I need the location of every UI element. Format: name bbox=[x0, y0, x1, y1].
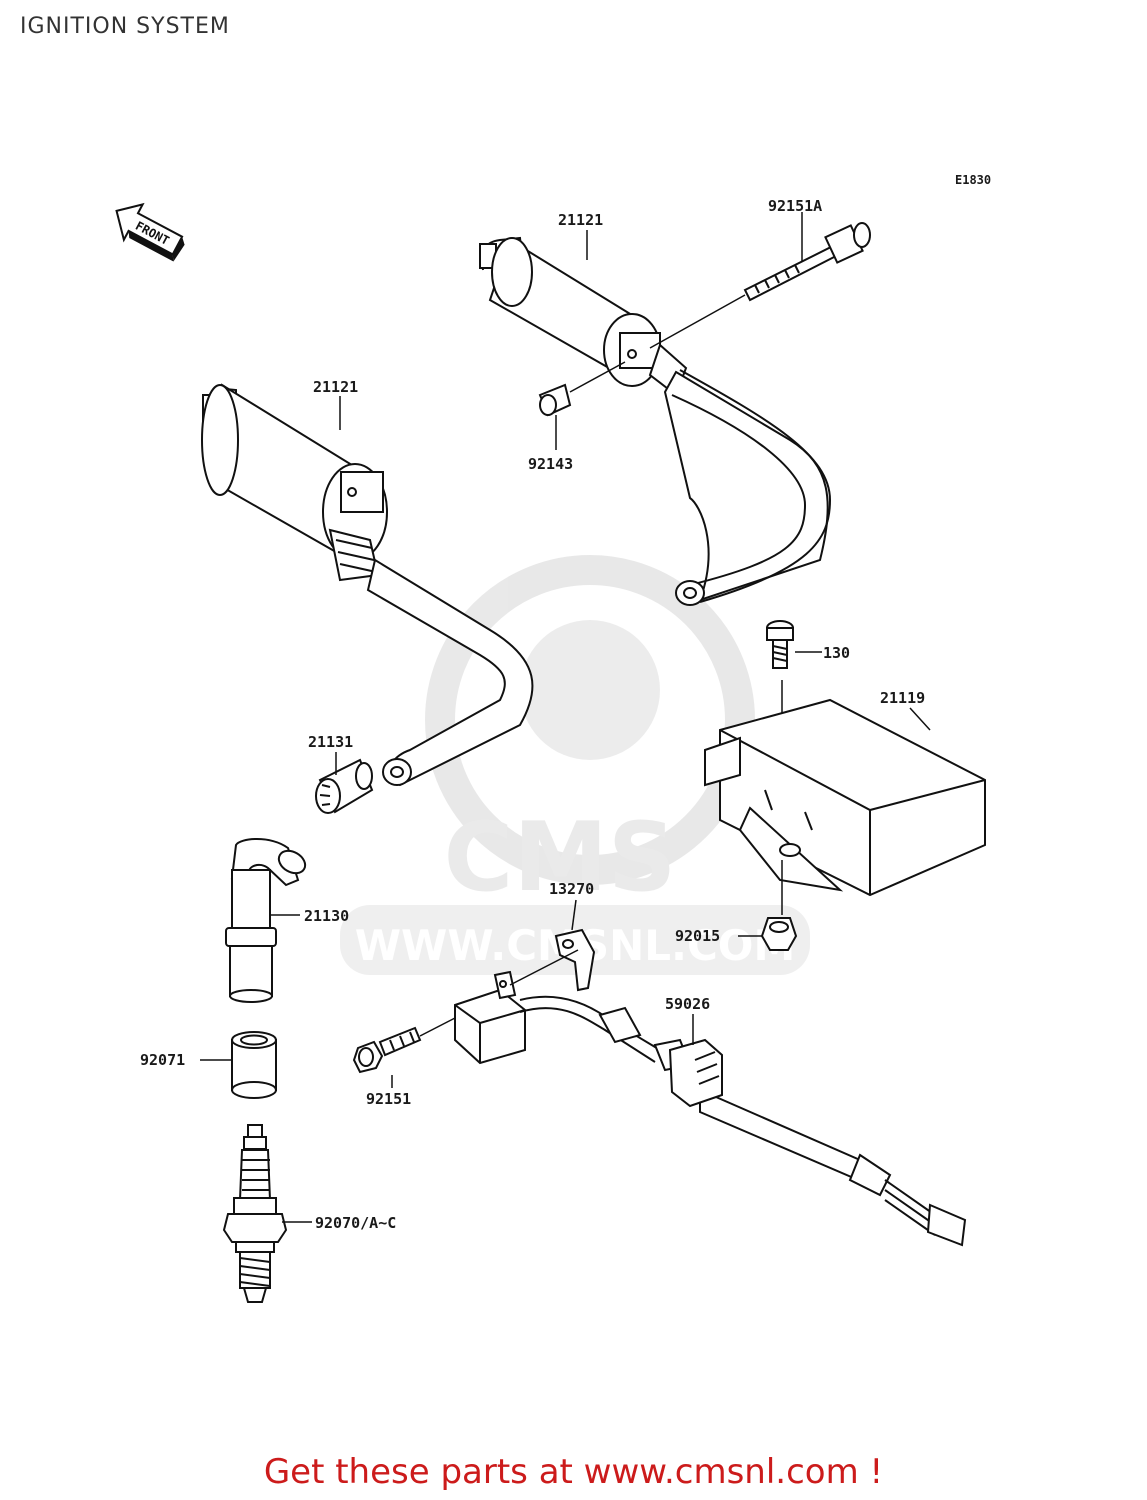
igniter-21119 bbox=[704, 698, 986, 897]
part-label-plug-cap: 21130 bbox=[304, 907, 349, 925]
part-label-cap-nut: 21131 bbox=[308, 733, 353, 751]
part-label-coil-lower: 21121 bbox=[313, 378, 358, 396]
part-label-bracket: 13270 bbox=[549, 880, 594, 898]
clamp-59026 bbox=[668, 1038, 723, 1108]
watermark-logo-text: CMS bbox=[444, 803, 677, 913]
part-label-igniter: 21119 bbox=[880, 689, 925, 707]
plug-cap-21130 bbox=[225, 838, 307, 1003]
footer-cta-link[interactable]: Get these parts at www.cmsnl.com ! bbox=[263, 1452, 884, 1492]
bracket-13270 bbox=[554, 928, 596, 992]
parts-diagram: CMS WWW.CMSNL.COM FRONT E1830 bbox=[115, 173, 991, 1303]
nut-92015 bbox=[760, 917, 798, 951]
part-label-collar: 92143 bbox=[528, 455, 573, 473]
part-label-coil-upper: 21121 bbox=[558, 211, 603, 229]
ignition-coil-lower bbox=[201, 383, 534, 787]
bolt-130 bbox=[766, 620, 794, 669]
bolt-92151 bbox=[352, 1026, 422, 1074]
spark-plug-92070 bbox=[222, 1124, 288, 1303]
part-label-clamp: 59026 bbox=[665, 995, 710, 1013]
part-label-bolt-pickup: 92151 bbox=[366, 1090, 411, 1108]
part-label-spark-plug: 92070/A~C bbox=[315, 1214, 396, 1232]
part-label-seal: 92071 bbox=[140, 1051, 185, 1069]
cap-nut-21131 bbox=[315, 758, 374, 814]
front-arrow-icon: FRONT bbox=[115, 202, 185, 262]
seal-92071 bbox=[231, 1031, 277, 1099]
part-label-bolt-igniter: 130 bbox=[823, 644, 850, 662]
part-label-bolt-upper: 92151A bbox=[768, 197, 822, 215]
diagram-code: E1830 bbox=[955, 173, 991, 187]
bolt-92151a bbox=[743, 222, 871, 302]
page-title: IGNITION SYSTEM bbox=[20, 14, 230, 39]
collar-92143 bbox=[538, 383, 572, 417]
ignition-coil-upper bbox=[479, 236, 832, 606]
part-label-nut: 92015 bbox=[675, 927, 720, 945]
